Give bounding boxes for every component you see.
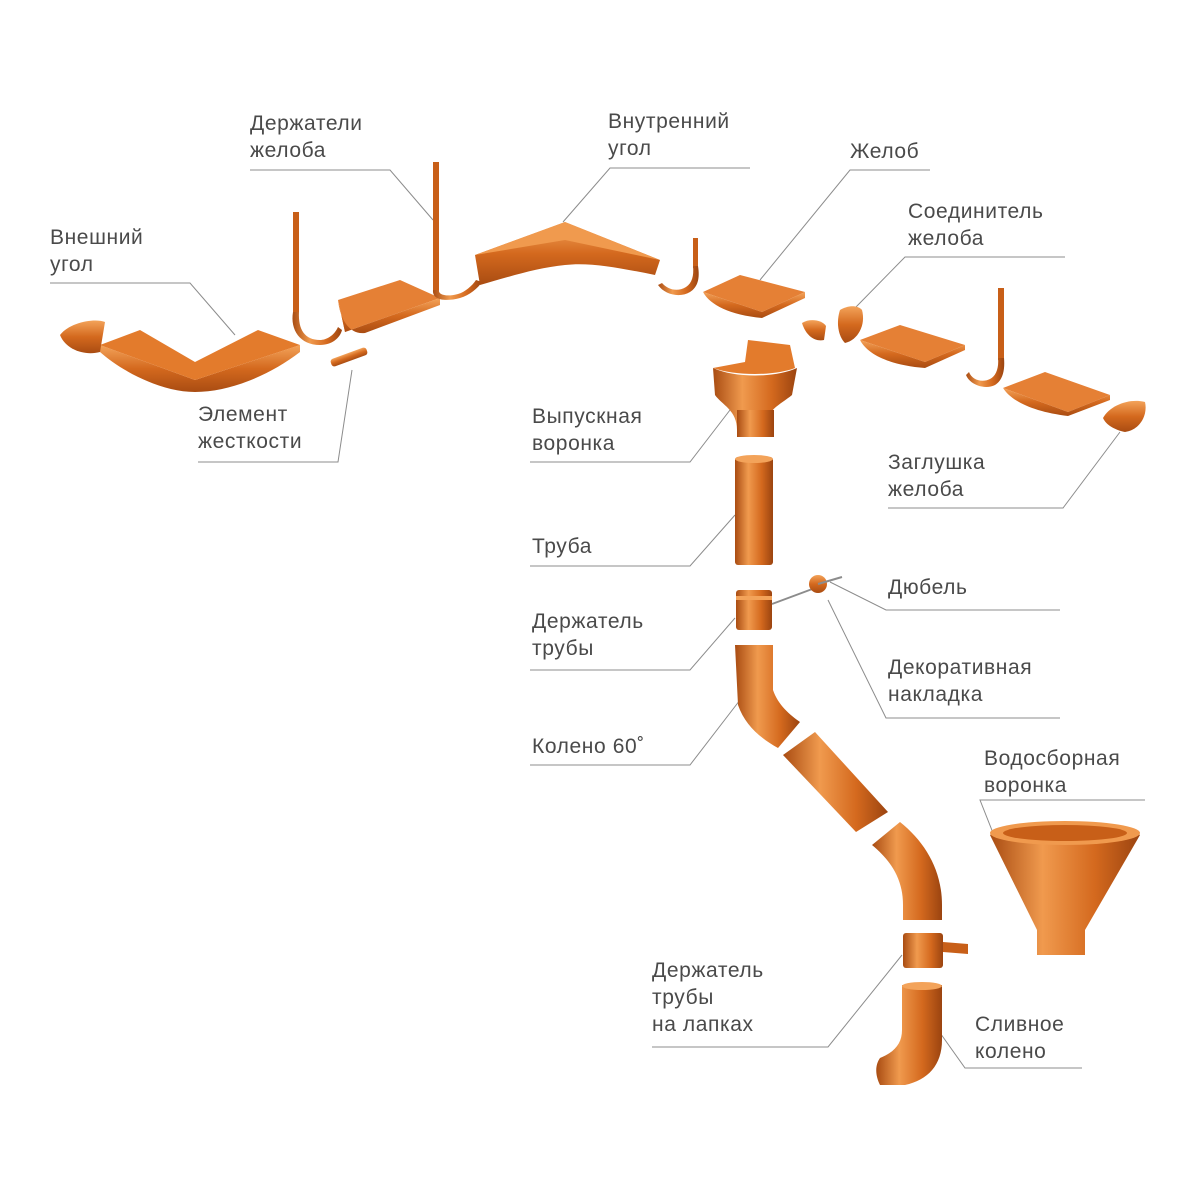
leader-decor-cap [827, 599, 1060, 719]
label-gutter-cap: Заглушка желоба [888, 451, 986, 501]
leader-collector-funnel [979, 799, 1145, 839]
label-inner-corner: Внутренний угол [608, 110, 730, 160]
label-stiffener: Элемент жесткости [198, 403, 303, 453]
pipe-holder-part [736, 587, 816, 630]
label-elbow-60: Колено 60˚ [532, 735, 645, 758]
gutter-segment-2 [703, 275, 805, 318]
leader-outlet-funnel [530, 409, 731, 463]
leader-gutter-holders [250, 169, 434, 221]
leader-stiffener [198, 369, 353, 463]
gutter-cap-left [60, 320, 105, 354]
drain-elbow-part [876, 982, 942, 1085]
label-pipe-holder-legs: Держатель трубы на лапках [652, 959, 764, 1036]
label-gutter-holders: Держатели желоба [250, 112, 363, 162]
elbow-lower-part [872, 822, 942, 920]
elbow-60-part [735, 645, 800, 748]
gutter-connector-part [802, 306, 864, 343]
pipe-holder-legs-part [903, 933, 968, 968]
inner-corner-part [475, 222, 660, 285]
gutter-segment-4 [1003, 372, 1110, 416]
leader-gutter [759, 169, 930, 281]
leader-gutter-cap [888, 431, 1121, 509]
angled-pipe-part [783, 732, 888, 832]
label-outlet-funnel: Выпускная воронка [532, 405, 643, 455]
leader-pipe [530, 514, 736, 567]
label-pipe-holder: Держатель трубы [532, 610, 644, 660]
label-decor-cap: Декоративная накладка [888, 656, 1033, 706]
collector-funnel-part [990, 821, 1140, 955]
leader-lines [50, 167, 1145, 1069]
gutter-segment-1 [338, 280, 440, 334]
dowel-part [809, 575, 843, 593]
label-pipe: Труба [532, 535, 593, 558]
outlet-funnel-part [713, 340, 797, 437]
leader-outer-corner [50, 282, 236, 336]
label-gutter-connector: Соединитель желоба [908, 200, 1044, 250]
label-dowel: Дюбель [888, 576, 968, 599]
label-collector-funnel: Водосборная воронка [984, 747, 1121, 797]
label-drain-elbow: Сливное колено [975, 1013, 1065, 1063]
gutter-holder-1 [292, 212, 342, 345]
leader-drain-elbow [937, 1029, 1082, 1069]
leader-gutter-connector [854, 256, 1065, 309]
outer-corner-part [100, 330, 300, 392]
gutter-holder-2 [432, 162, 482, 300]
leader-dowel [829, 581, 1060, 611]
label-outer-corner: Внешний угол [50, 226, 144, 276]
leader-pipe-holder-legs [652, 954, 903, 1048]
label-gutter: Желоб [850, 140, 920, 163]
gutter-holder-4 [966, 288, 1005, 387]
gutter-segment-3 [860, 325, 965, 368]
pipe-part [735, 455, 773, 565]
gutter-cap-right [1103, 400, 1146, 432]
leader-pipe-holder [530, 617, 736, 671]
leader-inner-corner [562, 167, 750, 223]
leader-elbow-60 [530, 699, 741, 766]
gutter-holder-3 [658, 238, 699, 296]
stiffener-part [330, 347, 368, 367]
